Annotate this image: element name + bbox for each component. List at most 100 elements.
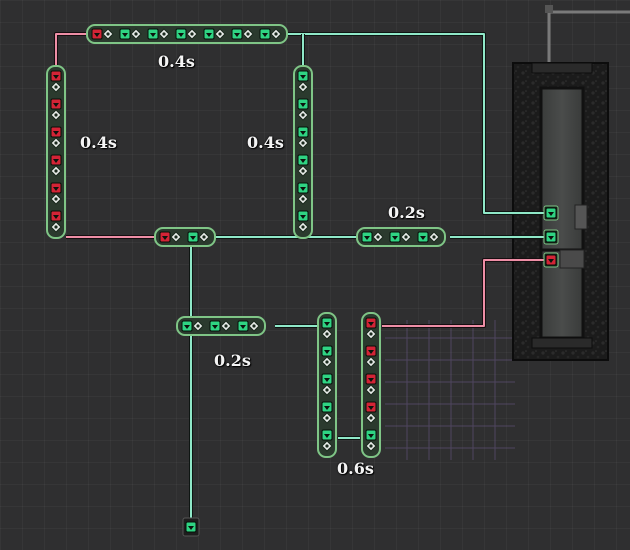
buffer-gate-icon [270,28,282,40]
sensor-port-icon [50,210,62,222]
sensor-port-icon [297,182,309,194]
sensor-port-icon [181,320,193,332]
buffer-gate-icon [297,81,309,93]
sensor-port-icon [209,320,221,332]
timing-label-middle-column: 0.4s [247,133,284,152]
buffer-gate-icon [365,440,377,452]
sensor-port-icon [321,373,333,385]
buffer-gate-icon [297,109,309,121]
buffer-gate-icon [297,137,309,149]
filter-gate-chain[interactable] [317,312,337,458]
buffer-gate-icon [365,356,377,368]
buffer-gate-icon [297,193,309,205]
sensor-port-icon [365,429,377,441]
sensor-port-icon [297,154,309,166]
buffer-gate-icon [50,193,62,205]
buffer-gate-icon [50,165,62,177]
automation-grid-overlay [385,320,515,460]
filter-gate-chain[interactable] [46,65,66,239]
buffer-gate-icon [242,28,254,40]
sensor-port-icon [50,154,62,166]
sensor-port[interactable] [543,229,559,245]
sensor-port-icon [297,210,309,222]
buffer-gate-icon [50,137,62,149]
sensor-port-icon [91,28,103,40]
timing-label-lower-row: 0.2s [214,351,251,370]
filter-gate-chain[interactable] [361,312,381,458]
door-building[interactable] [512,5,630,361]
filter-gate-chain[interactable] [356,227,446,247]
sensor-port-icon [389,231,401,243]
sensor-port-icon [365,373,377,385]
sensor-port-icon [297,98,309,110]
sensor-port-icon [321,401,333,413]
buffer-gate-icon [220,320,232,332]
buffer-gate-icon [400,231,412,243]
sensor-port-icon [119,28,131,40]
sensor-port-icon [417,231,429,243]
buffer-gate-icon [365,328,377,340]
sensor-port-icon [297,126,309,138]
sensor-port-icon [361,231,373,243]
bottom-sensor[interactable] [182,517,200,537]
buffer-gate-icon [186,28,198,40]
buffer-gate-icon [50,221,62,233]
buffer-gate-icon [130,28,142,40]
sensor-port-icon [545,254,557,266]
buffer-gate-icon [50,81,62,93]
sensor-port-icon [321,317,333,329]
buffer-gate-icon [102,28,114,40]
buffer-gate-icon [248,320,260,332]
buffer-gate-icon [372,231,384,243]
sensor-port-icon [50,182,62,194]
timing-label-lower-columns: 0.6s [337,459,374,478]
sensor-port-icon [185,521,197,533]
sensor-port-icon [159,231,171,243]
timing-label-left-column: 0.4s [80,133,117,152]
sensor-port-icon [321,429,333,441]
sensor-port-icon [545,231,557,243]
sensor-port-icon [175,28,187,40]
sensor-port[interactable] [543,252,559,268]
buffer-gate-icon [214,28,226,40]
buffer-gate-icon [321,412,333,424]
buffer-gate-icon [321,356,333,368]
timing-label-right-pair: 0.2s [388,203,425,222]
sensor-port-icon [50,98,62,110]
buffer-gate-icon [192,320,204,332]
buffer-gate-icon [321,328,333,340]
automation-wire-red[interactable] [382,259,548,327]
buffer-gate-icon [365,412,377,424]
sensor-port[interactable] [543,205,559,221]
sensor-port-icon [297,70,309,82]
buffer-gate-icon [297,221,309,233]
automation-wire-red[interactable] [55,33,90,66]
buffer-gate-icon [50,109,62,121]
buffer-gate-icon [321,384,333,396]
sensor-port-icon [203,28,215,40]
automation-wire-green[interactable] [275,33,550,214]
filter-gate-chain[interactable] [86,24,288,44]
buffer-gate-icon [170,231,182,243]
sensor-port-icon [545,207,557,219]
sensor-port-icon [237,320,249,332]
buffer-gate-icon [198,231,210,243]
buffer-gate-icon [365,384,377,396]
sensor-port-icon [147,28,159,40]
sensor-port-icon [231,28,243,40]
filter-gate-chain[interactable] [154,227,216,247]
buffer-gate-icon [321,440,333,452]
sensor-port-icon [365,345,377,357]
sensor-port-icon [321,345,333,357]
filter-gate-chain[interactable] [293,65,313,239]
filter-gate-chain[interactable] [176,316,266,336]
buffer-gate-icon [428,231,440,243]
sensor-port-icon [365,317,377,329]
buffer-gate-icon [158,28,170,40]
sensor-port-icon [50,126,62,138]
buffer-gate-icon [297,165,309,177]
sensor-port-icon [50,70,62,82]
sensor-port-icon [365,401,377,413]
timing-label-top-row: 0.4s [158,52,195,71]
